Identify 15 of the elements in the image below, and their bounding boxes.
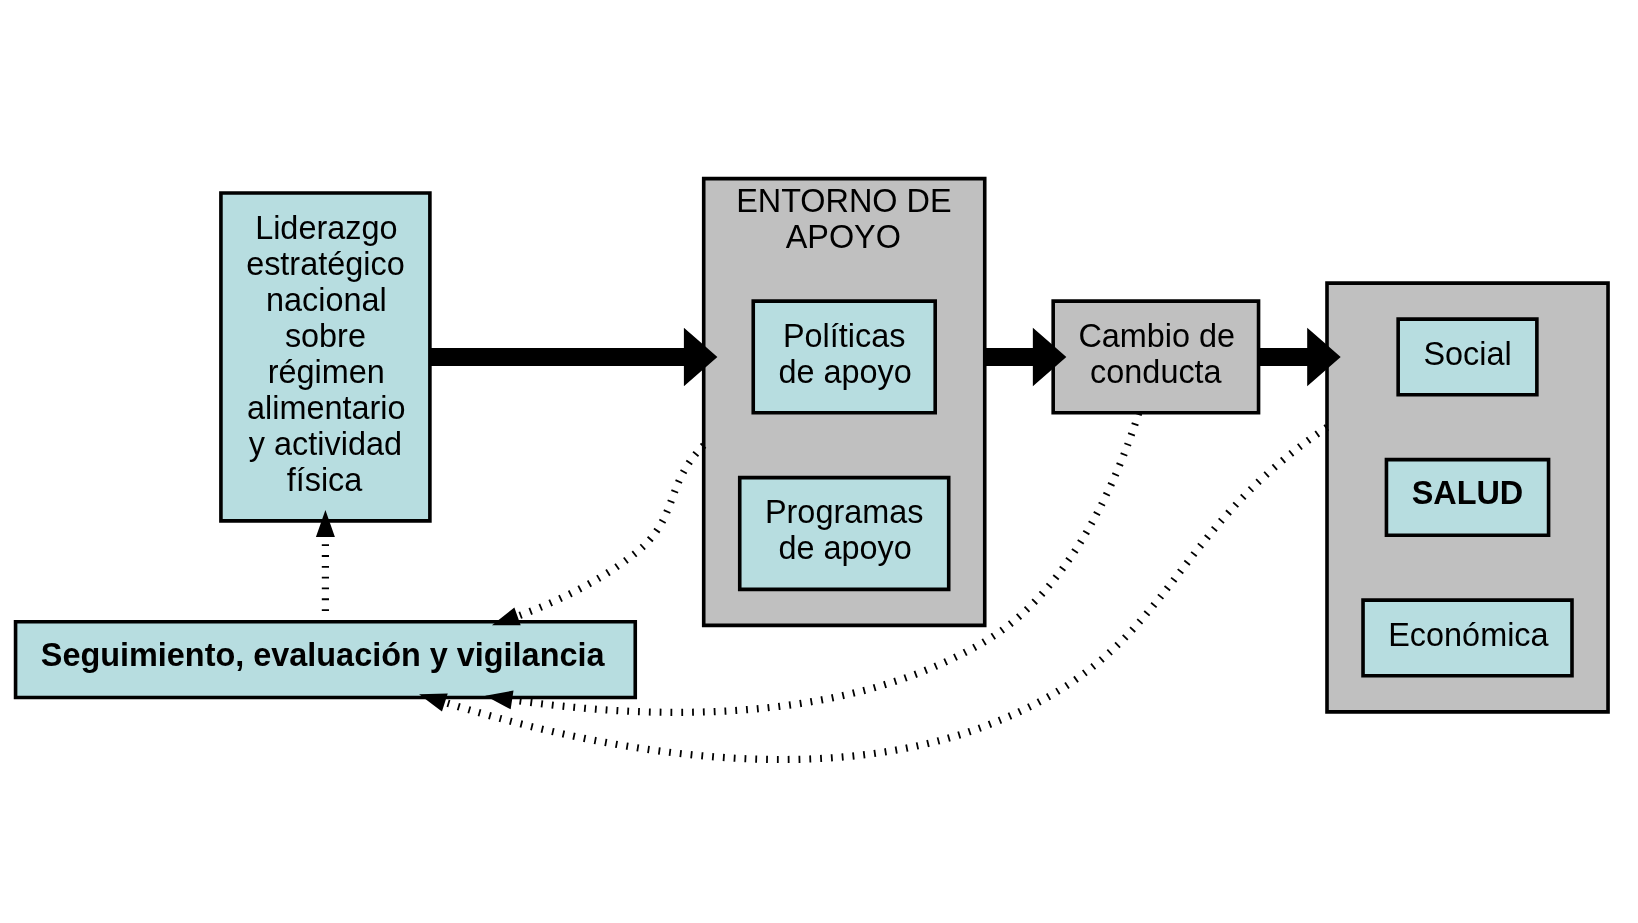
arrow: [984, 327, 1067, 386]
node-box: Cambio de conducta: [1051, 298, 1261, 415]
node-box: Políticas de apoyo: [751, 298, 937, 415]
arrow: [430, 327, 718, 386]
node-box: Social: [1396, 316, 1539, 397]
node-box: Seguimiento, evaluación y vigilancia: [13, 619, 638, 699]
arrow: [419, 423, 1330, 763]
cluster: [1325, 280, 1610, 714]
arrow: [491, 442, 707, 625]
node-box: Programas de apoyo: [737, 475, 951, 591]
arrow: [485, 411, 1143, 716]
node-box: Económica: [1361, 597, 1574, 678]
node-box: Liderazgo estratégico nacional sobre régimen alimentario y actividad física: [219, 190, 432, 523]
node-box: SALUD: [1384, 457, 1551, 537]
arrow: [1259, 327, 1341, 386]
